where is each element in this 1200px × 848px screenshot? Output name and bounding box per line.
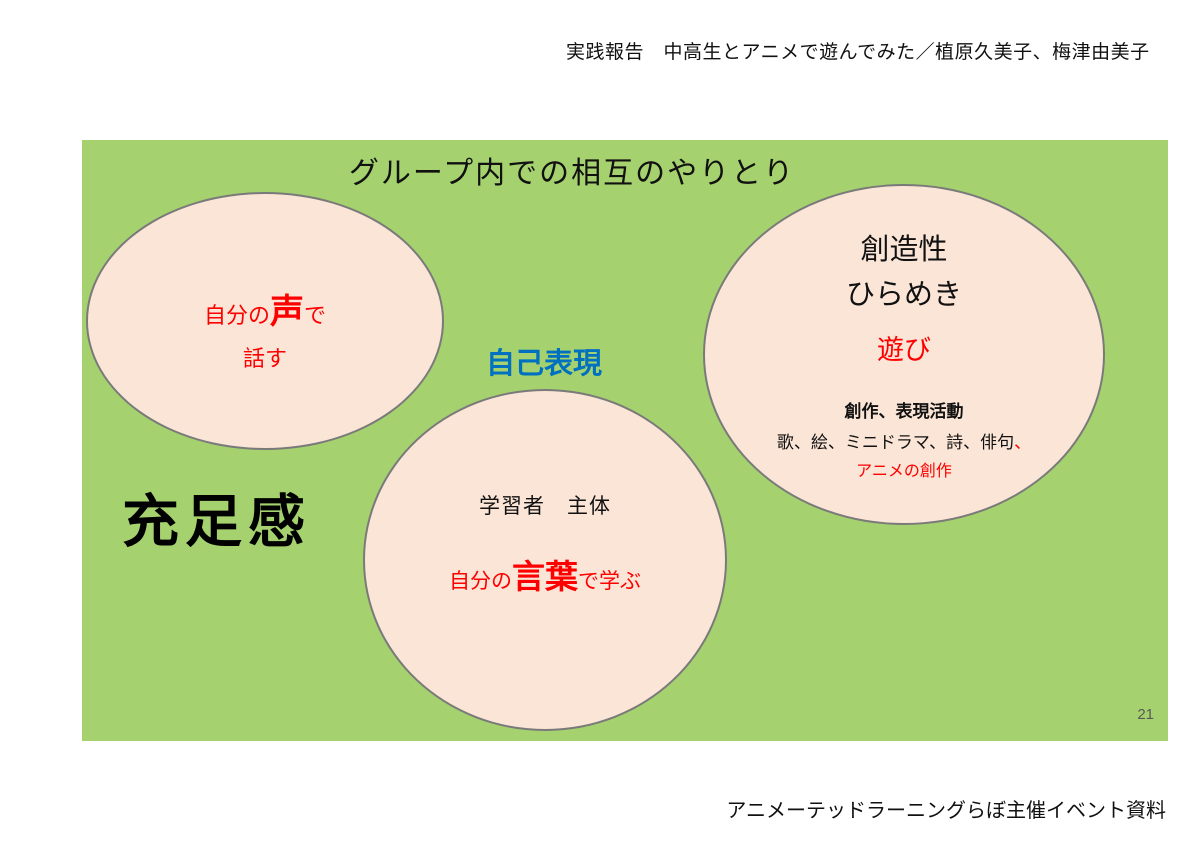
own-voice-line1: 自分の声で: [204, 284, 326, 333]
works-heading: 創作、表現活動: [844, 401, 964, 421]
own-words-emphasis: 言葉: [512, 558, 578, 595]
footer-credit: アニメーテッドラーニングらぼ主催イベント資料: [726, 800, 1166, 822]
works-list: 歌、絵、ミニドラマ、詩、俳句、: [777, 428, 1031, 453]
ellipse-own-voice: 自分の声で 話す: [86, 192, 444, 450]
ellipse-creativity: 創造性 ひらめき 遊び 創作、表現活動 歌、絵、ミニドラマ、詩、俳句、 アニメの…: [703, 184, 1105, 525]
ellipse-learner-centered: 学習者 主体 自分の言葉で学ぶ: [363, 389, 727, 731]
creativity-line1: 創造性: [860, 234, 948, 267]
own-voice-emphasis: 声: [270, 292, 304, 331]
own-voice-line2: 話す: [242, 345, 287, 371]
own-voice-line1-post: で: [304, 302, 327, 328]
satisfaction-label: 充足感: [122, 490, 311, 554]
learner-heading: 学習者 主体: [479, 495, 611, 518]
self-expression-label: 自己表現: [485, 348, 602, 380]
works-list-red-comma: 、: [1014, 432, 1032, 452]
page-number: 21: [1137, 706, 1154, 723]
own-words-pre: 自分の: [449, 570, 512, 593]
slide-header-title: 実践報告 中高生とアニメで遊んでみた／植原久美子、梅津由美子: [566, 42, 1150, 63]
works-list-text: 歌、絵、ミニドラマ、詩、俳句: [776, 432, 1015, 452]
diagram-title: グループ内での相互のやりとり: [348, 157, 796, 190]
own-voice-line1-pre: 自分の: [203, 302, 270, 328]
creativity-line2: ひらめき: [845, 279, 962, 311]
own-words-post: で学ぶ: [578, 570, 641, 593]
play-label: 遊び: [877, 334, 931, 365]
own-words-line: 自分の言葉で学ぶ: [449, 550, 641, 598]
works-anime: アニメの創作: [856, 462, 952, 480]
diagram-green-panel: グループ内での相互のやりとり 自分の声で 話す 学習者 主体 自分の言葉で学ぶ …: [82, 140, 1168, 741]
